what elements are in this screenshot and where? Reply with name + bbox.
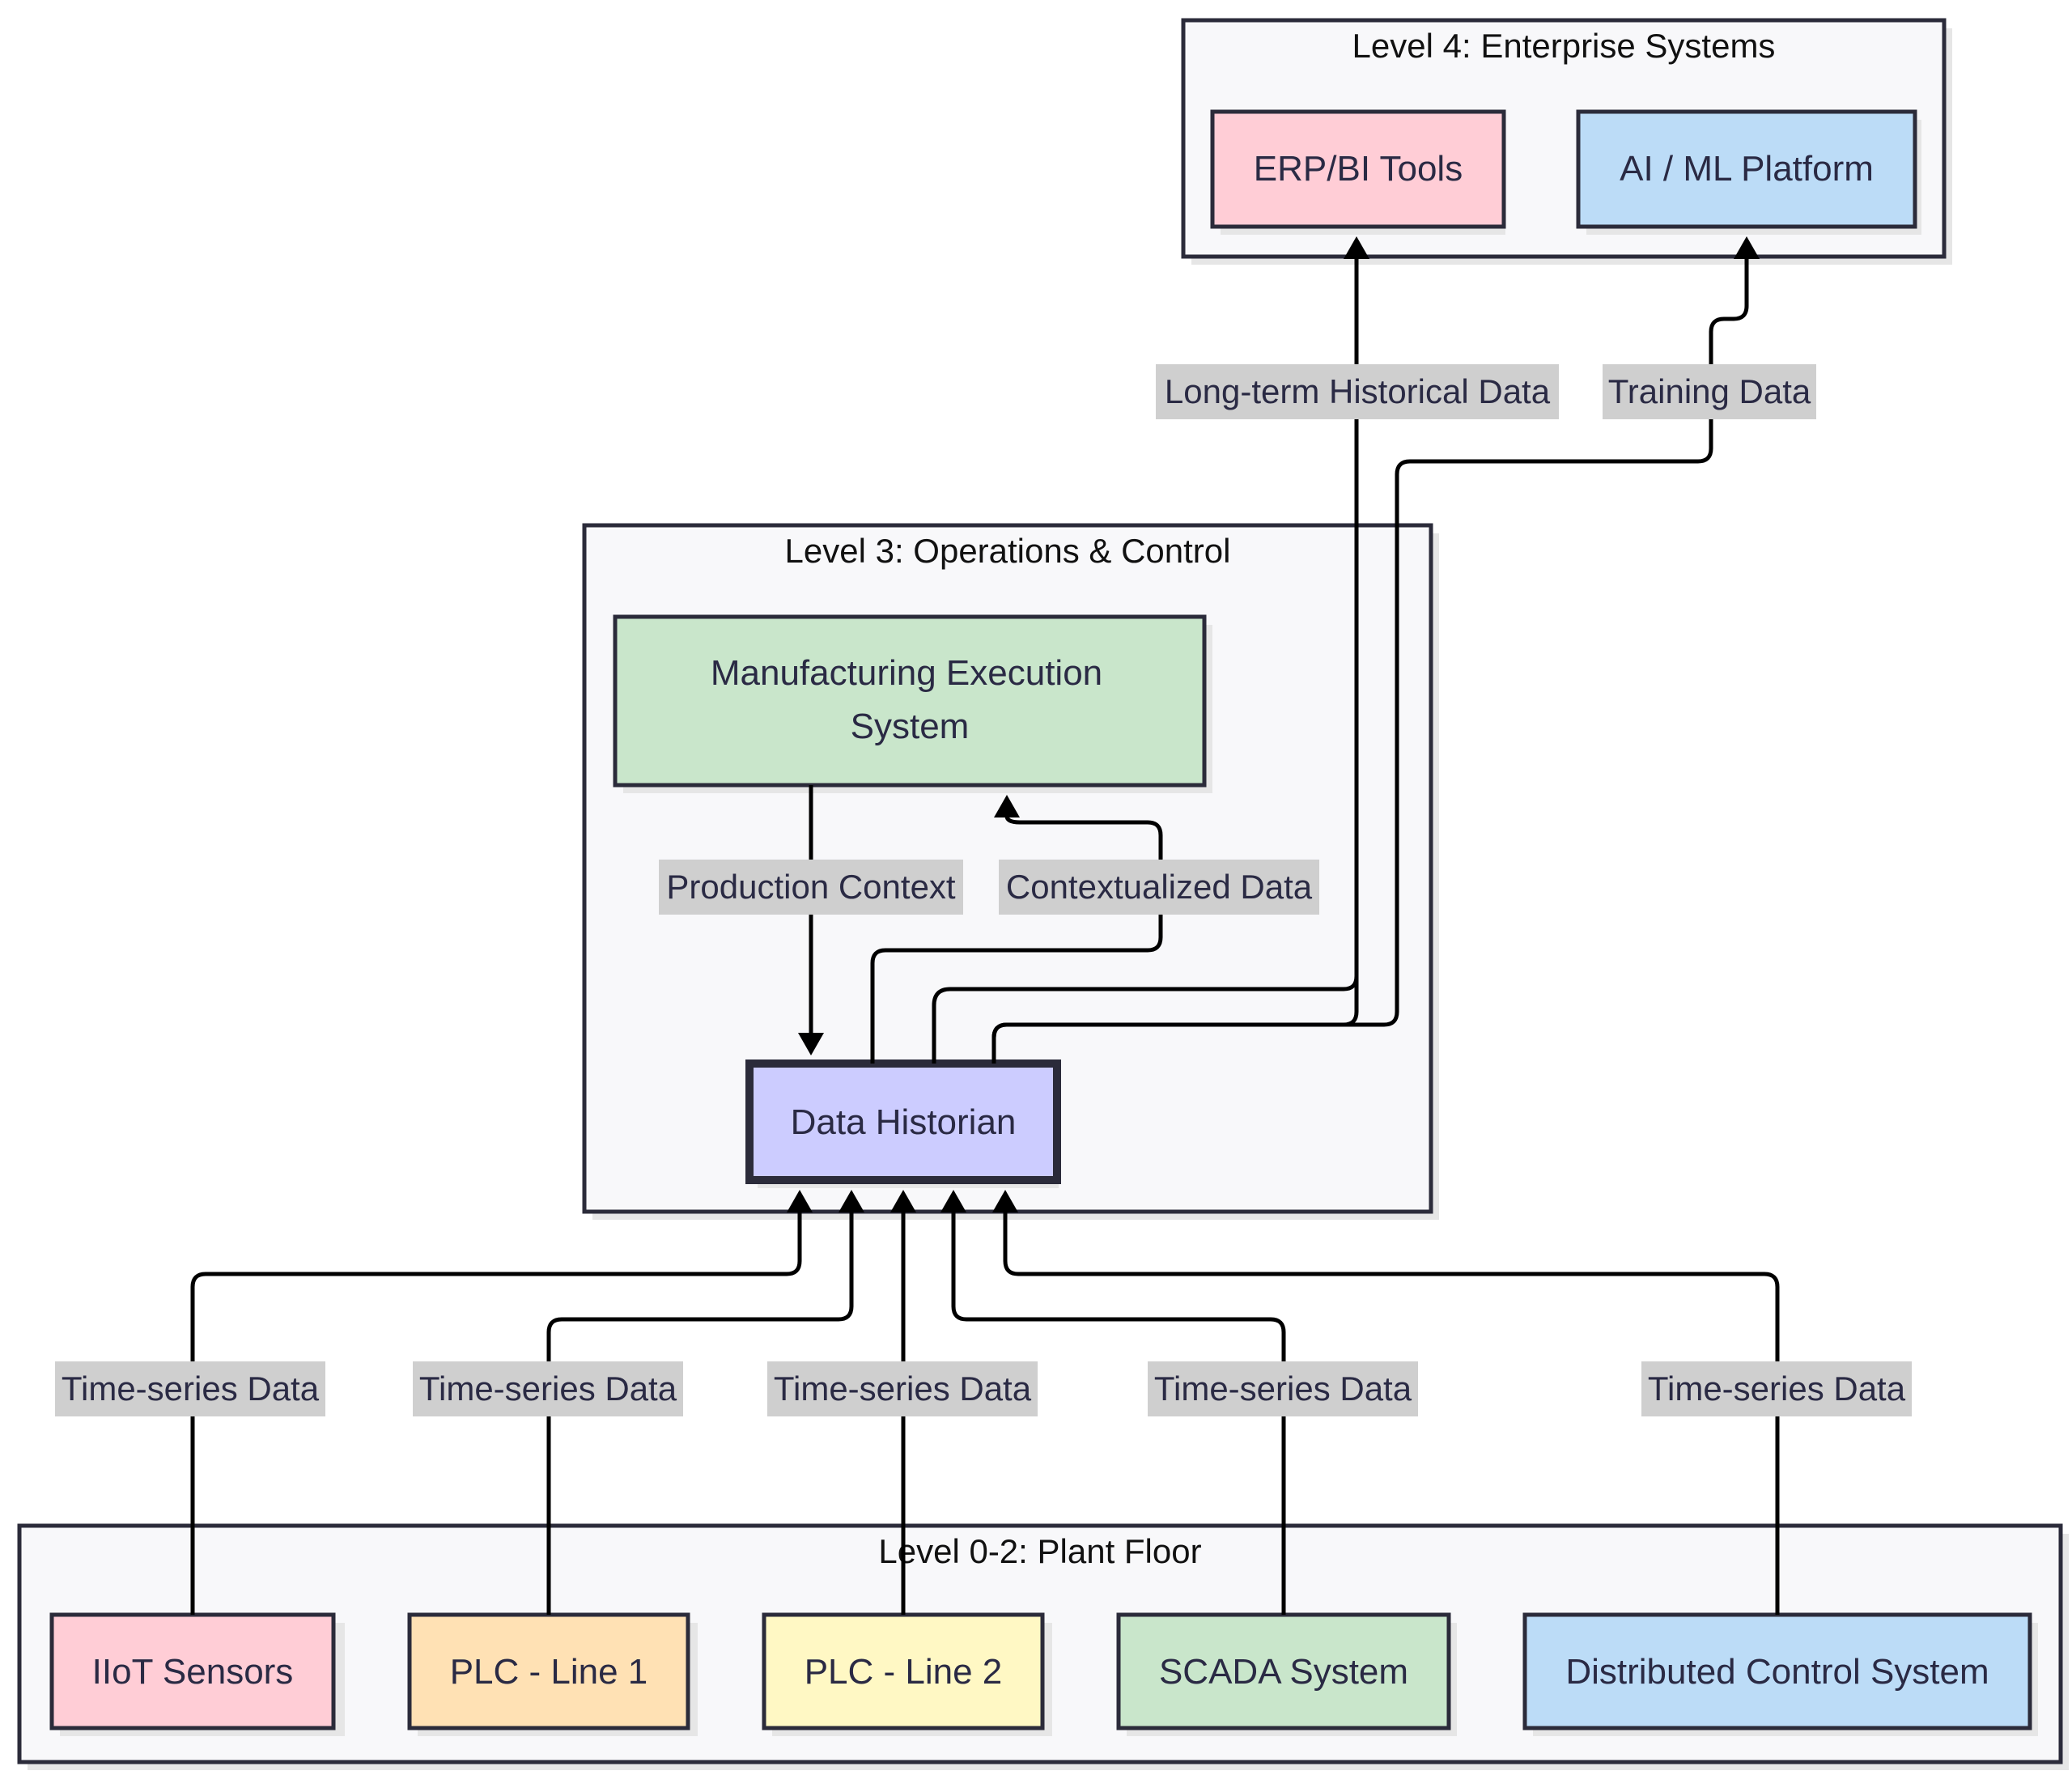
edge-label-ts-plc1-text: Time-series Data (419, 1369, 677, 1408)
edge-historian-stub (932, 975, 1359, 1064)
edge-label-long-term-text: Long-term Historical Data (1165, 372, 1551, 410)
edge-label-long-term: Long-term Historical Data (1156, 364, 1559, 419)
edge-ts-scada (940, 1190, 1286, 1615)
node-mes[interactable]: Manufacturing Execution System (613, 614, 1212, 793)
node-historian-box (745, 1059, 1061, 1184)
node-data-historian[interactable]: Data Historian (745, 1059, 1061, 1188)
node-mes-box (613, 614, 1207, 788)
node-plc1-label: PLC - Line 1 (450, 1652, 648, 1692)
node-erp-label: ERP/BI Tools (1254, 149, 1463, 189)
edge-label-training: Training Data (1603, 364, 1816, 419)
node-ai-ml-platform[interactable]: AI / ML Platform (1576, 109, 1921, 235)
node-plc2-box (762, 1612, 1045, 1730)
edge-label-ts-iiot: Time-series Data (55, 1361, 325, 1416)
edge-label-ts-plc2-text: Time-series Data (774, 1369, 1032, 1408)
edge-ts-iiot (190, 1190, 813, 1615)
node-plc2-label: PLC - Line 2 (805, 1652, 1003, 1692)
node-scada-system[interactable]: SCADA System (1116, 1612, 1457, 1736)
edge-ts-dcs (992, 1190, 1780, 1615)
node-distributed-control-system[interactable]: Distributed Control System (1522, 1612, 2038, 1736)
node-iiot-label: IIoT Sensors (92, 1652, 294, 1692)
edge-label-ts-scada: Time-series Data (1148, 1361, 1418, 1416)
cluster-operations-title: Level 3: Operations & Control (785, 532, 1231, 570)
edge-label-ts-plc1: Time-series Data (413, 1361, 683, 1416)
cluster-plant-title: Level 0-2: Plant Floor (878, 1532, 1201, 1570)
cluster-enterprise-title: Level 4: Enterprise Systems (1352, 27, 1776, 65)
node-dcs-label: Distributed Control System (1565, 1652, 1989, 1692)
node-plc-line-2[interactable]: PLC - Line 2 (762, 1612, 1052, 1736)
edge-label-ts-scada-text: Time-series Data (1154, 1369, 1412, 1408)
node-iiot-sensors[interactable]: IIoT Sensors (49, 1612, 345, 1736)
node-plc-line-1[interactable]: PLC - Line 1 (407, 1612, 698, 1736)
node-historian-label: Data Historian (791, 1102, 1017, 1142)
node-dcs-box (1522, 1612, 2032, 1730)
node-ai-label: AI / ML Platform (1620, 149, 1874, 189)
edge-label-production-context: Production Context (659, 860, 963, 915)
edge-contextualized-data (870, 795, 1163, 1064)
node-mes-label-line1: Manufacturing Execution (711, 653, 1102, 693)
edge-label-ts-iiot-text: Time-series Data (62, 1369, 320, 1408)
node-scada-label: SCADA System (1159, 1652, 1408, 1692)
edge-label-training-text: Training Data (1608, 372, 1811, 410)
edge-label-contextualized-text: Contextualized Data (1006, 868, 1313, 906)
node-iiot-box (49, 1612, 336, 1730)
edge-label-ts-dcs-text: Time-series Data (1648, 1369, 1906, 1408)
edge-label-production-context-text: Production Context (666, 868, 956, 906)
node-scada-box (1116, 1612, 1451, 1730)
node-mes-label-line2: System (851, 707, 970, 746)
edge-label-ts-dcs: Time-series Data (1641, 1361, 1912, 1416)
edge-label-contextualized: Contextualized Data (999, 860, 1319, 915)
node-erp-box (1210, 109, 1506, 229)
edge-ts-plc1 (546, 1190, 864, 1615)
edge-label-ts-plc2: Time-series Data (767, 1361, 1038, 1416)
node-ai-box (1576, 109, 1917, 229)
node-erp-bi-tools[interactable]: ERP/BI Tools (1210, 109, 1506, 235)
edge-training-data (991, 236, 1760, 1064)
